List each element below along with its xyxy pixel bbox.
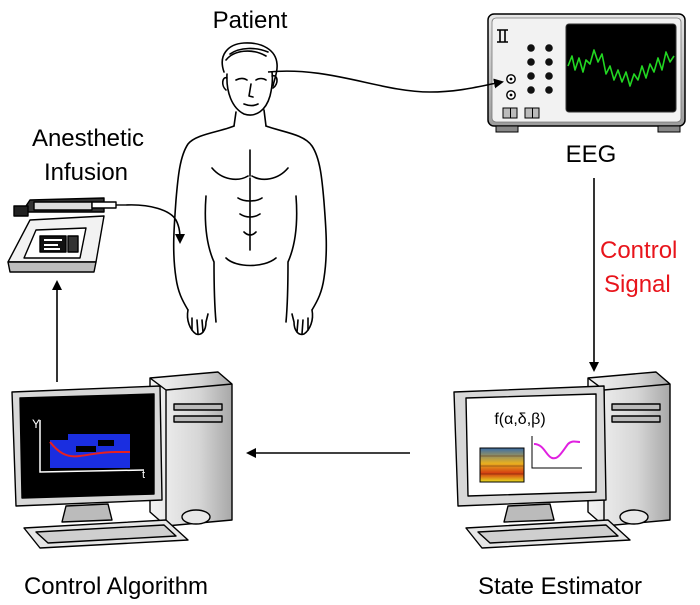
spectrogram xyxy=(479,447,525,483)
estimator-curve xyxy=(533,440,581,460)
state-estimator-screen: f(α,δ,β) xyxy=(479,411,582,483)
electrode-wire xyxy=(267,70,504,93)
anesthetic-label-line1: Anesthetic xyxy=(32,125,144,152)
patient-label: Patient xyxy=(213,7,288,34)
control-algorithm-plot: Y t xyxy=(32,417,145,481)
state-estimator-label: State Estimator xyxy=(478,573,642,600)
eeg-label: EEG xyxy=(566,141,617,168)
estimator-formula: f(α,δ,β) xyxy=(494,411,545,428)
control-signal-label-line2: Signal xyxy=(604,271,671,298)
plot-t-axis-label: t xyxy=(142,469,145,481)
syringe-pump-icon xyxy=(7,197,126,273)
control-signal-label-line1: Control xyxy=(600,237,677,264)
patient-icon xyxy=(172,42,328,336)
control-algorithm-label: Control Algorithm xyxy=(24,573,208,600)
response-curve xyxy=(49,441,130,458)
eeg-trace xyxy=(567,49,675,87)
infusion-tube xyxy=(125,204,185,244)
anesthetic-label-line2: Infusion xyxy=(44,159,128,186)
plot-y-axis-label: Y xyxy=(32,417,40,431)
eeg-monitor-icon xyxy=(487,13,686,133)
